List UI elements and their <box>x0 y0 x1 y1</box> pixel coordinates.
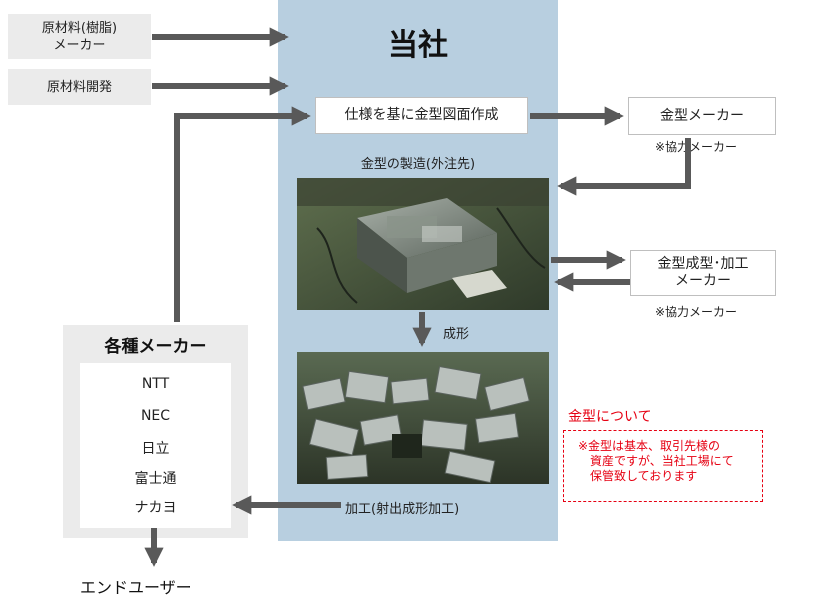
end-user-label: エンドユーザー <box>80 578 192 597</box>
molding-maker-line1: 金型成型･加工 <box>657 256 749 272</box>
molding-maker-line2: メーカー <box>675 273 731 289</box>
design-step-label: 仕様を基に金型図面作成 <box>344 107 499 123</box>
makers-title: 各種メーカー <box>104 337 207 357</box>
mold-maker-box: 金型メーカー <box>628 97 776 135</box>
maker-item: NEC <box>140 408 171 424</box>
maker-item: 日立 <box>141 441 170 457</box>
mold-photo-image <box>297 178 549 310</box>
mold-notice-title: 金型について <box>568 409 652 425</box>
maker-item: NTT <box>141 376 170 392</box>
design-step-box: 仕様を基に金型図面作成 <box>315 97 528 134</box>
mold-maker-label: 金型メーカー <box>660 107 744 124</box>
resin-maker-box: 原材料(樹脂) メーカー <box>8 14 151 59</box>
makers-list: NTT NEC 日立 富士通 ナカヨ <box>80 363 231 528</box>
processing-label: 加工(射出成形加工) <box>345 502 460 517</box>
material-dev-label: 原材料開発 <box>46 79 112 95</box>
mold-maker-note: ※協力メーカー <box>655 140 738 154</box>
arrow-makers-to-design <box>174 106 311 322</box>
mold-notice-line3: 保管致しております <box>590 469 698 483</box>
molding-maker-box: 金型成型･加工 メーカー <box>630 250 776 296</box>
parts-photo-image <box>297 352 549 484</box>
arrow-moldmaker-to-photo <box>557 138 691 196</box>
mold-making-label: 金型の製造(外注先) <box>360 157 476 172</box>
mold-notice-line2: 資産ですが、当社工場にて <box>590 454 734 468</box>
mold-photo <box>297 178 549 310</box>
resin-maker-line2: メーカー <box>53 37 106 53</box>
maker-item: 富士通 <box>134 471 177 487</box>
resin-maker-line1: 原材料(樹脂) <box>41 20 118 36</box>
mold-notice-line1: ※金型は基本、取引先様の <box>578 439 721 453</box>
molding-label: 成形 <box>443 327 470 342</box>
molding-maker-note: ※協力メーカー <box>655 305 738 319</box>
parts-photo <box>297 352 549 484</box>
material-dev-box: 原材料開発 <box>8 69 151 105</box>
company-title: 当社 <box>388 28 448 63</box>
maker-item: ナカヨ <box>134 500 177 516</box>
mold-notice-box: ※金型は基本、取引先様の 資産ですが、当社工場にて 保管致しております <box>563 430 763 502</box>
